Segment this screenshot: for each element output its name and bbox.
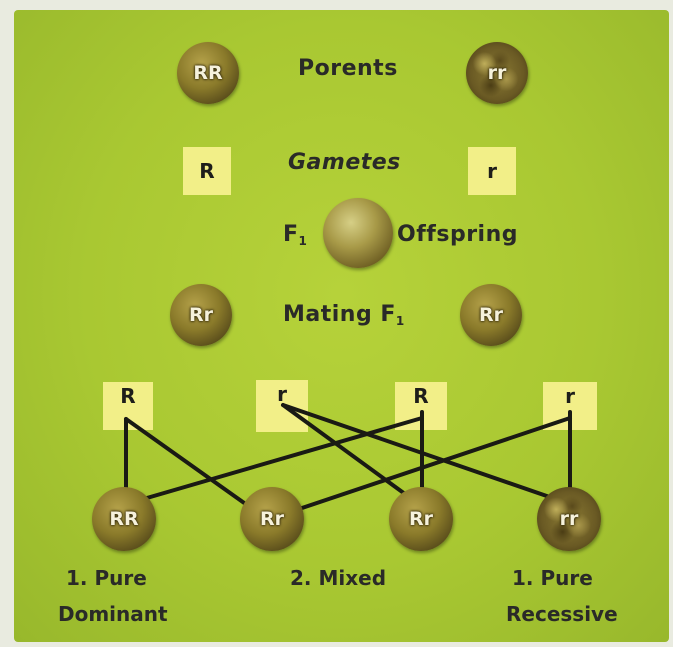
offspring-label: Offspring [397, 222, 518, 247]
parent-genotype-right: rr [487, 62, 507, 84]
mating-genotype-left: Rr [188, 304, 213, 326]
f1-label-main: F [283, 222, 299, 247]
cross-gamete-1: R [103, 382, 153, 430]
offspring-pea-3: Rr [389, 487, 453, 551]
gamete-left-letter: R [199, 159, 215, 183]
gametes-label: Gametes [288, 150, 401, 175]
f1-label: F1 [283, 222, 307, 248]
offspring-3-genotype: Rr [408, 508, 433, 530]
offspring-pea-2: Rr [240, 487, 304, 551]
cross-gamete-3-letter: R [413, 384, 429, 408]
cross-gamete-4-letter: r [565, 384, 575, 408]
cross-gamete-1-letter: R [120, 384, 136, 408]
parent-genotype-left: RR [193, 62, 223, 84]
line-g1-o2 [124, 417, 249, 507]
caption-pure-recessive-2: Recessive [506, 602, 618, 626]
mating-label-sub: 1 [395, 314, 405, 328]
parents-label: Porents [298, 56, 398, 81]
mating-genotype-right: Rr [478, 304, 503, 326]
mating-label-main: Mating F [283, 302, 396, 327]
line-g4-o2 [294, 416, 572, 512]
gamete-right-letter: r [487, 159, 497, 183]
line-g3-o1 [138, 416, 424, 502]
gamete-box-right: r [468, 147, 516, 195]
offspring-4-genotype: rr [559, 508, 579, 530]
line-g2-o4 [281, 403, 569, 505]
cross-gamete-2: r [256, 380, 308, 432]
caption-pure-dominant-1: 1. Pure [66, 566, 147, 590]
mating-pea-right: Rr [460, 284, 522, 346]
cross-gamete-2-letter: r [277, 382, 287, 406]
mating-label: Mating F1 [283, 302, 405, 328]
offspring-pea-4: rr [537, 487, 601, 551]
parent-pea-recessive: rr [466, 42, 528, 104]
caption-pure-dominant-2: Dominant [58, 602, 168, 626]
f1-offspring-pea [323, 198, 393, 268]
caption-pure-recessive-1: 1. Pure [512, 566, 593, 590]
parent-pea-dominant: RR [177, 42, 239, 104]
gamete-box-left: R [183, 147, 231, 195]
offspring-1-genotype: RR [109, 508, 139, 530]
offspring-2-genotype: Rr [259, 508, 284, 530]
offspring-pea-1: RR [92, 487, 156, 551]
caption-mixed: 2. Mixed [290, 566, 387, 590]
f1-label-sub: 1 [298, 234, 308, 248]
line-g2-o3 [281, 403, 418, 504]
mating-pea-left: Rr [170, 284, 232, 346]
